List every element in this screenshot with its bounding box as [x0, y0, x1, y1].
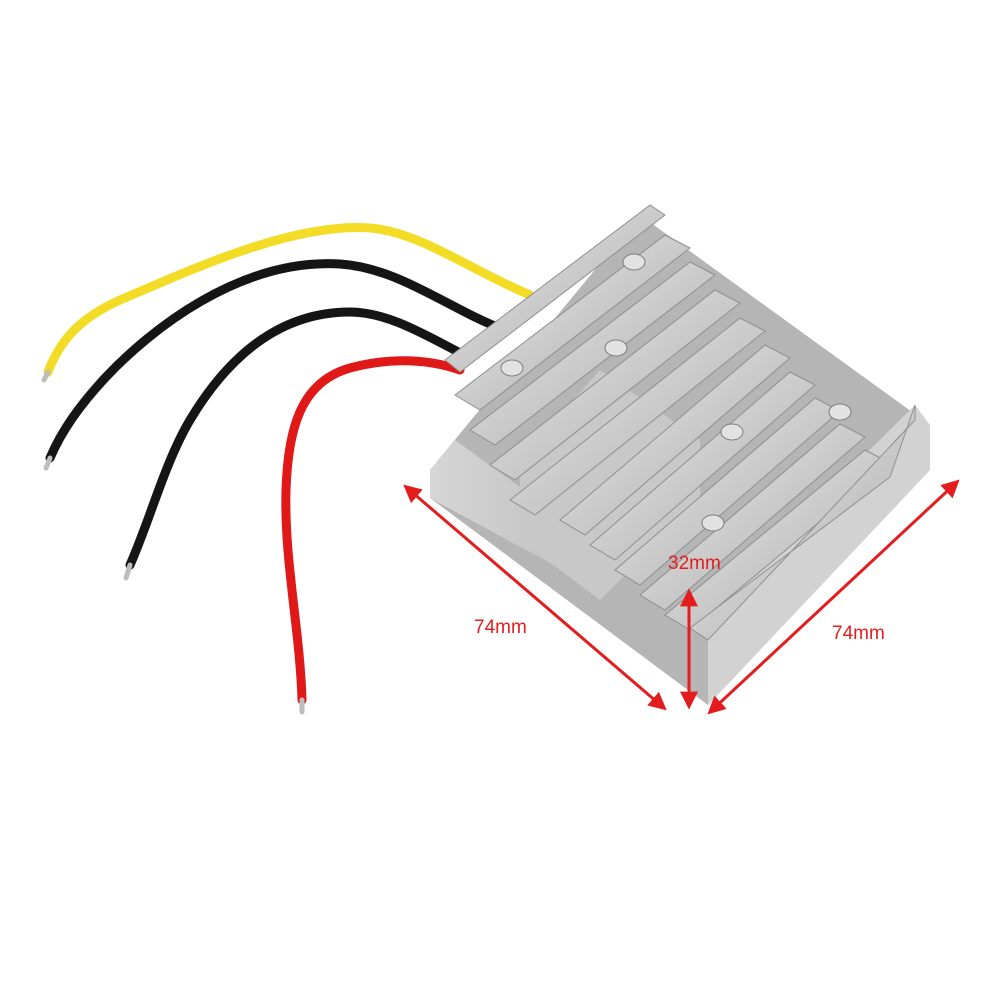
- black-wire-1: [45, 259, 510, 463]
- screw: [604, 339, 628, 357]
- screw: [828, 403, 852, 421]
- dimension-arrows: [403, 479, 960, 715]
- black-wire-2: [125, 307, 475, 570]
- fin: [444, 204, 666, 373]
- yellow-wire: [43, 223, 535, 377]
- yellow-wire-tip: [41, 369, 51, 383]
- length-label-left: 74mm: [474, 617, 527, 638]
- screw: [701, 514, 725, 532]
- black-wire-2-tip: [123, 562, 133, 581]
- screw: [720, 423, 744, 441]
- black-wire-1-tip: [43, 455, 53, 471]
- height-label: 32mm: [668, 553, 721, 574]
- screw: [500, 359, 524, 377]
- dimension-arrow-right: [707, 479, 960, 715]
- fin: [469, 261, 716, 446]
- dimension-arrow-left: [403, 484, 667, 711]
- wires: [41, 223, 535, 715]
- red-wire: [281, 356, 465, 705]
- length-label-right: 74mm: [832, 623, 885, 644]
- fin: [489, 289, 741, 481]
- screw: [622, 253, 646, 271]
